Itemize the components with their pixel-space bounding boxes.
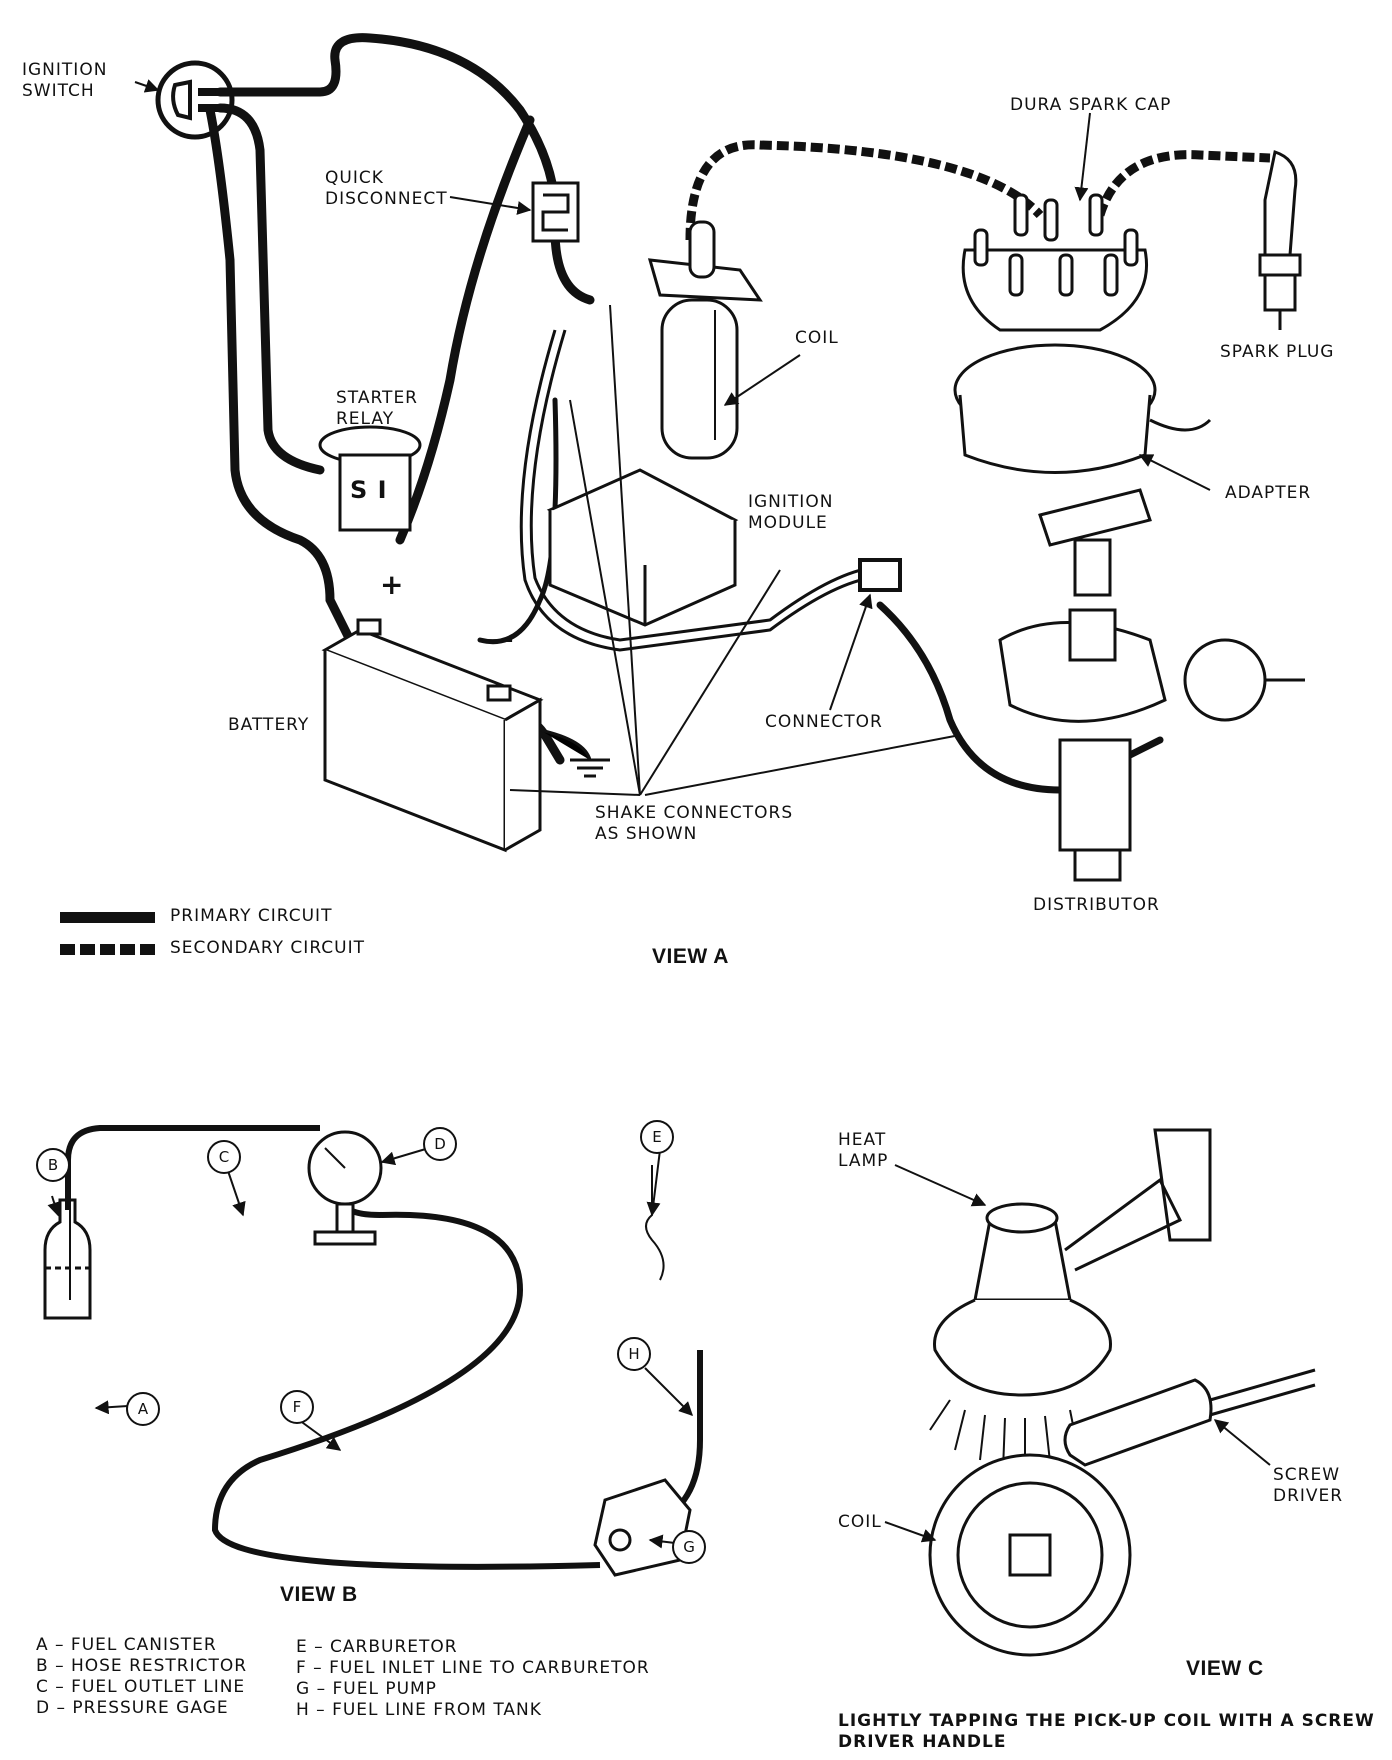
label-shake-connectors: SHAKE CONNECTORS AS SHOWN [595, 803, 794, 844]
label-ignition-module: IGNITION MODULE [748, 492, 834, 533]
quick-disconnect [531, 181, 580, 243]
ignition-module [546, 468, 739, 627]
battery [321, 618, 544, 853]
callout-c: C [207, 1140, 241, 1174]
primary-circuit-wires [205, 33, 1164, 794]
spark-plug [1258, 150, 1302, 330]
wiring-harness [519, 329, 871, 652]
label-spark-plug: SPARK PLUG [1220, 342, 1335, 362]
screwdriver [1063, 1368, 1316, 1467]
connector [858, 558, 902, 592]
distributor-pickup [928, 1453, 1132, 1657]
ignition-coil [647, 220, 763, 460]
key-item-c: C – FUEL OUTLET LINE [36, 1677, 246, 1697]
callout-d: D [423, 1127, 457, 1161]
label-starter-relay: STARTER RELAY [336, 388, 418, 429]
callout-b: B [36, 1148, 70, 1182]
view-b-title: VIEW B [280, 1583, 358, 1606]
key-item-e: E – CARBURETOR [296, 1637, 458, 1657]
view-b-callout-leaders [47, 1147, 693, 1549]
distributor-body [998, 608, 1305, 882]
label-quick-disconnect: QUICK DISCONNECT [325, 168, 448, 209]
label-distributor: DISTRIBUTOR [1033, 895, 1160, 915]
view-a-callout-arrows [134, 79, 1211, 711]
view-b-key-left: A – FUEL CANISTER B – HOSE RESTRICTOR C … [36, 1635, 247, 1719]
label-connector: CONNECTOR [765, 712, 883, 732]
callout-a: A [126, 1392, 160, 1426]
legend-primary-circuit: PRIMARY CIRCUIT [170, 906, 333, 926]
secondary-circuit-wires [685, 140, 1271, 241]
view-b-key-right: E – CARBURETOR F – FUEL INLET LINE TO CA… [296, 1637, 650, 1721]
fuel-pump [593, 1478, 692, 1577]
view-a-title: VIEW A [652, 945, 729, 968]
legend-swatches [60, 912, 155, 955]
key-item-d: D – PRESSURE GAGE [36, 1698, 229, 1718]
battery-negative-sign: - [502, 622, 514, 655]
heat-lamp [933, 1128, 1212, 1397]
key-item-f: F – FUEL INLET LINE TO CARBURETOR [296, 1658, 650, 1678]
carburetor-squiggle [645, 1165, 665, 1281]
fuel-canister [43, 1198, 92, 1320]
distributor-rotor [1038, 488, 1152, 597]
distributor-cap [961, 193, 1148, 332]
view-c-title: VIEW C [1186, 1657, 1264, 1680]
key-item-h: H – FUEL LINE FROM TANK [296, 1700, 542, 1720]
callout-f: F [280, 1390, 314, 1424]
label-view-c-coil: COIL [838, 1512, 882, 1532]
key-item-b: B – HOSE RESTRICTOR [36, 1656, 248, 1676]
label-heat-lamp: HEAT LAMP [838, 1130, 889, 1171]
label-ignition-switch: IGNITION SWITCH [22, 60, 108, 101]
pressure-gage [307, 1130, 383, 1246]
key-item-g: G – FUEL PUMP [296, 1679, 437, 1699]
view-c-caption: LIGHTLY TAPPING THE PICK-UP COIL WITH A … [838, 1711, 1375, 1752]
ground-symbol [539, 728, 610, 778]
label-adapter: ADAPTER [1225, 483, 1312, 503]
callout-g: G [672, 1530, 706, 1564]
label-battery: BATTERY [228, 715, 310, 735]
legend-secondary-circuit: SECONDARY CIRCUIT [170, 938, 365, 958]
battery-positive-sign: + [380, 568, 404, 601]
label-dura-spark-cap: DURA SPARK CAP [1010, 95, 1172, 115]
distributor-adapter [953, 343, 1212, 474]
relay-marking: S I [350, 476, 388, 504]
callout-h: H [617, 1337, 651, 1371]
shake-connectors-leaders [509, 304, 961, 796]
starter-relay [318, 425, 422, 532]
label-coil: COIL [795, 328, 839, 348]
ignition-switch [155, 60, 235, 140]
view-c-callout-arrows [884, 1164, 1271, 1543]
callout-e: E [640, 1120, 674, 1154]
label-screw-driver: SCREW DRIVER [1273, 1465, 1344, 1506]
key-item-a: A – FUEL CANISTER [36, 1635, 217, 1655]
